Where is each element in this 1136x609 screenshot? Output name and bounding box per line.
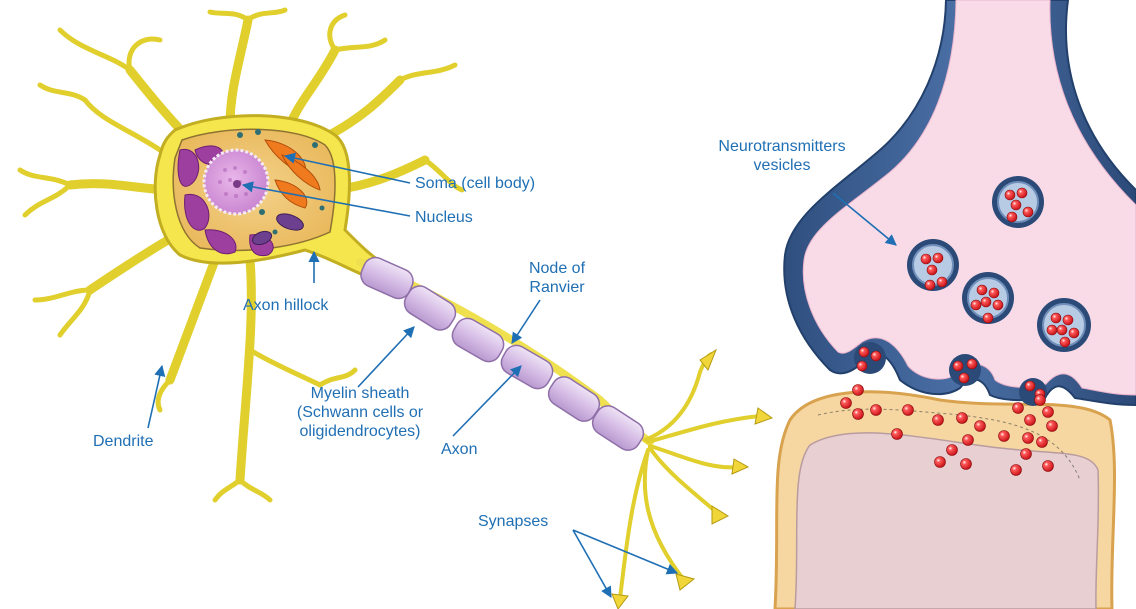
synaptic-boutons [612,350,772,609]
label-myelin-line2: (Schwann cells or [280,403,440,422]
label-axon-hillock: Axon hillock [243,296,328,315]
nucleolus [233,180,241,188]
label-myelin-line1: Myelin sheath [280,384,440,403]
label-nucleus: Nucleus [415,208,473,227]
label-node-of-ranvier: Node of Ranvier [520,259,594,297]
label-soma: Soma (cell body) [415,174,535,193]
label-synapses: Synapses [478,512,548,531]
axon-terminals [620,354,760,598]
label-myelin-line3: oligidendrocytes) [280,422,440,441]
label-node-of-ranvier-line2: Ranvier [520,278,594,297]
label-dendrite: Dendrite [93,432,153,451]
label-node-of-ranvier-line1: Node of [520,259,594,278]
label-myelin-sheath: Myelin sheath (Schwann cells or oligiden… [280,384,440,441]
postsynaptic-cytoplasm [795,433,1098,609]
label-neurotransmitters-line1: Neurotransmitters [698,137,866,156]
label-neurotransmitter-vesicles: Neurotransmitters vesicles [698,137,866,175]
label-neurotransmitters-line2: vesicles [698,156,866,175]
label-axon: Axon [441,440,477,459]
